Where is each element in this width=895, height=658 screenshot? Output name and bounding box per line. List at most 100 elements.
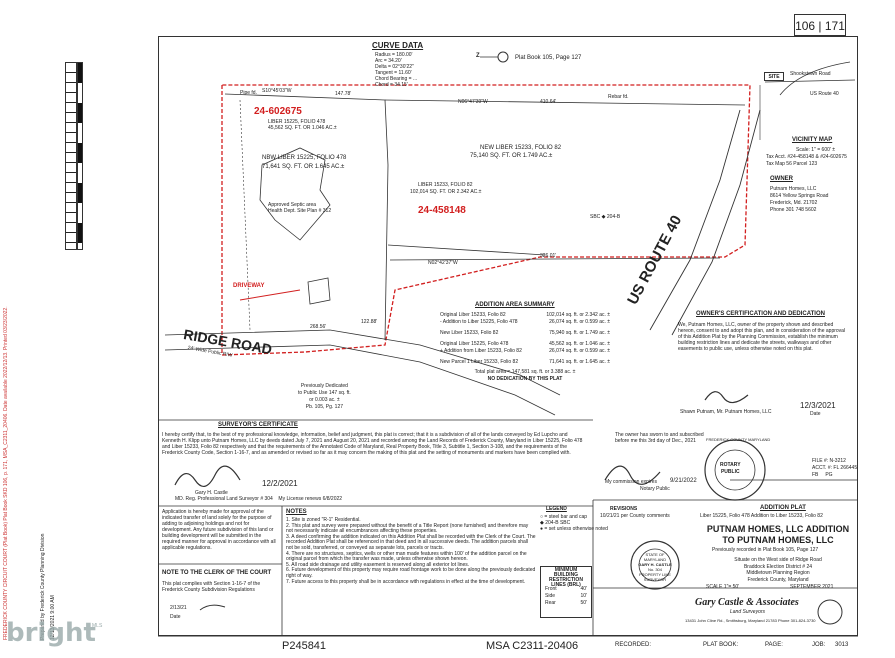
page-ref: 106 | 171 bbox=[794, 14, 846, 36]
company-logo bbox=[817, 599, 843, 625]
notary-commission: My commission expires bbox=[605, 479, 657, 485]
lot-line bbox=[389, 257, 721, 261]
plat-ref: Plat Book 105, Page 127 bbox=[515, 55, 582, 61]
label-new-liber-area: 75,140 SQ. FT. OR 1.749 AC.± bbox=[470, 153, 553, 159]
vicinity-info: Scale: 1" = 600' ± Tax Acct. #24-458148 … bbox=[766, 147, 847, 167]
title-location: Situate on the West side of Ridge Road B… bbox=[734, 557, 822, 583]
owners-cert-body: We, Putnam Homes, LLC, owner of the prop… bbox=[678, 322, 846, 352]
vicinity-road-2: US Route 40 bbox=[810, 91, 839, 97]
owner-info: Putnam Homes, LLC 8614 Yellow Springs Ro… bbox=[770, 186, 829, 213]
notes-title: NOTES bbox=[286, 509, 307, 515]
house bbox=[307, 277, 331, 305]
surveyor-cert-body: I hereby certify that, to the best of my… bbox=[162, 432, 583, 456]
surveyor-cert-date: 12/2/2021 bbox=[262, 479, 298, 488]
surveyor-cert-sig: Gary H. Castle MD. Reg. Professional Lan… bbox=[175, 490, 343, 502]
label-new-liber: NEW LIBER 15233, FOLIO 82 bbox=[480, 145, 562, 151]
us-route-40 bbox=[649, 109, 741, 331]
lot-line bbox=[224, 93, 389, 341]
clerk-note-date: 2/13/21 bbox=[170, 605, 187, 611]
label-liber-82-area: 102,014 SQ. FT. OR 2.342 AC.± bbox=[410, 189, 482, 195]
owner-title: OWNER bbox=[770, 176, 793, 182]
septic-area bbox=[259, 147, 331, 241]
parcel-boundary bbox=[221, 84, 751, 356]
bright-watermark: bright bbox=[6, 618, 96, 648]
brl-box bbox=[540, 566, 592, 618]
notary-seal-ring: FREDERICK COUNTY MARYLAND bbox=[706, 437, 771, 442]
label-liber-82: LIBER 15233, FOLIO 82 bbox=[418, 182, 473, 188]
brl-title: MINIMUM BUILDING RESTRICTION LINES (BRL) bbox=[549, 567, 583, 588]
notes-list: 1. Site is zoned "R-1" Residential. 2. T… bbox=[286, 517, 536, 585]
label-nbw-478: NBW LIBER 15225, FOLIO 478 bbox=[262, 155, 347, 161]
ridge-road-edge bbox=[164, 344, 556, 416]
label-liber-478-area: 45,562 SQ. FT. OR 1.046 AC.± bbox=[268, 125, 337, 131]
company-name: Gary Castle & Associates bbox=[695, 597, 799, 608]
clerk-note-body: This plat complies with Section 1-16-7 o… bbox=[162, 581, 261, 593]
vicinity-road-1: Shookstown Road bbox=[790, 71, 831, 77]
curve-data-title: CURVE DATA bbox=[372, 41, 424, 50]
surveyor-seal-text: STATE OF MARYLAND GARY H. CASTLE No. 304… bbox=[638, 552, 672, 582]
application-text: Application is hereby made for approval … bbox=[162, 509, 276, 551]
vicinity-road bbox=[779, 61, 851, 96]
owners-cert-date-label: Date bbox=[810, 411, 821, 417]
notary-signature bbox=[604, 465, 661, 485]
notary-label: Notary Public bbox=[640, 486, 670, 492]
revisions-col: 10/21/21 per County comments bbox=[600, 513, 670, 519]
scale-ruler bbox=[65, 62, 77, 250]
title-heading: ADDITION PLAT bbox=[760, 505, 806, 511]
label-bearing-n06: N06°47'39"W bbox=[458, 99, 488, 105]
company-addr: 13431 John Cline Rd., Smithsburg, Maryla… bbox=[685, 618, 816, 623]
owner-signature bbox=[704, 391, 749, 404]
surveyor-cert-title: SURVEYOR'S CERTIFICATE bbox=[218, 422, 298, 428]
notary-expires: 9/21/2022 bbox=[670, 478, 697, 484]
title-project: PUTNAM HOMES, LLC ADDITION TO PUTNAM HOM… bbox=[706, 524, 850, 545]
owners-cert-signer: Shawn Putnam, Mr. Putnam Homes, LLC bbox=[680, 409, 772, 415]
label-bearing-n02: N02°42'37"W bbox=[428, 260, 458, 266]
title-subheading: Liber 15225, Folio 478 Addition to Liber… bbox=[700, 513, 823, 519]
vicinity-road bbox=[764, 79, 856, 83]
surveyor-signature bbox=[174, 465, 241, 487]
clerk-note-title: NOTE TO THE CLERK OF THE COURT bbox=[162, 570, 272, 576]
driveway-line bbox=[239, 289, 301, 301]
label-driveway: DRIVEWAY bbox=[233, 283, 265, 289]
label-pipe-fd: Pipe fd. bbox=[240, 90, 257, 96]
curve-data: Radius = 180.00' Arc = 34.20' Delta = 02… bbox=[375, 52, 418, 88]
title-previously: Previously recorded in Plat Book 105, Pa… bbox=[712, 547, 819, 553]
parcel-id-a: 24-602675 bbox=[254, 106, 302, 117]
footer-plat-book: PLAT BOOK: bbox=[703, 642, 739, 648]
legend-items: ○ = steel bar and cap ◆ 204-B SBC ● = se… bbox=[540, 514, 608, 532]
footer-job-no: 3013 bbox=[835, 642, 849, 648]
footer-page: PAGE: bbox=[765, 642, 783, 648]
lot-line bbox=[387, 244, 546, 256]
footer-job: JOB: bbox=[812, 642, 826, 648]
notary-seal bbox=[704, 439, 766, 501]
revisions-title: REVISIONS bbox=[610, 506, 638, 512]
label-dist-147: 147.78' bbox=[335, 91, 352, 97]
label-health-dept: Health Dept. Site Plan # 312 bbox=[268, 208, 332, 214]
label-nbw-478-area: 71,641 SQ. FT. OR 1.645 AC.± bbox=[262, 164, 345, 170]
label-sbc: SBC ◆ 204-B bbox=[590, 214, 621, 220]
footer-recorded: RECORDED: bbox=[615, 642, 652, 648]
us-route-40-edge bbox=[671, 109, 761, 336]
north-arrow bbox=[497, 51, 509, 63]
notary-seal-text: ROTARY PUBLIC bbox=[720, 462, 741, 475]
parcel-id-b: 24-458148 bbox=[418, 205, 466, 216]
notary-text: The owner has sworn to and subscribed be… bbox=[615, 432, 704, 444]
owners-cert-date: 12/3/2021 bbox=[800, 401, 836, 410]
clerk-signature bbox=[199, 604, 226, 611]
clerk-note-date-label: Date bbox=[170, 614, 181, 620]
vicinity-site-box: SITE bbox=[764, 72, 784, 81]
owners-cert-title: OWNER'S CERTIFICATION AND DEDICATION bbox=[696, 311, 825, 317]
vicinity-title: VICINITY MAP bbox=[792, 137, 833, 143]
footer-p: P245841 bbox=[282, 640, 327, 652]
title-date: SEPTEMBER 2021 bbox=[790, 584, 834, 590]
previously-dedicated: Previously Dedicated to Public Use 147 s… bbox=[298, 383, 351, 410]
label-septic: Approved Septic area bbox=[268, 202, 317, 208]
company-sub: Land Surveyors bbox=[730, 609, 766, 615]
label-dist-122: 122.88' bbox=[361, 319, 378, 325]
ridge-road bbox=[164, 329, 561, 396]
label-rebar-fd: Rebar fd. bbox=[608, 94, 629, 100]
label-dist-326: 326.01' bbox=[540, 253, 557, 259]
